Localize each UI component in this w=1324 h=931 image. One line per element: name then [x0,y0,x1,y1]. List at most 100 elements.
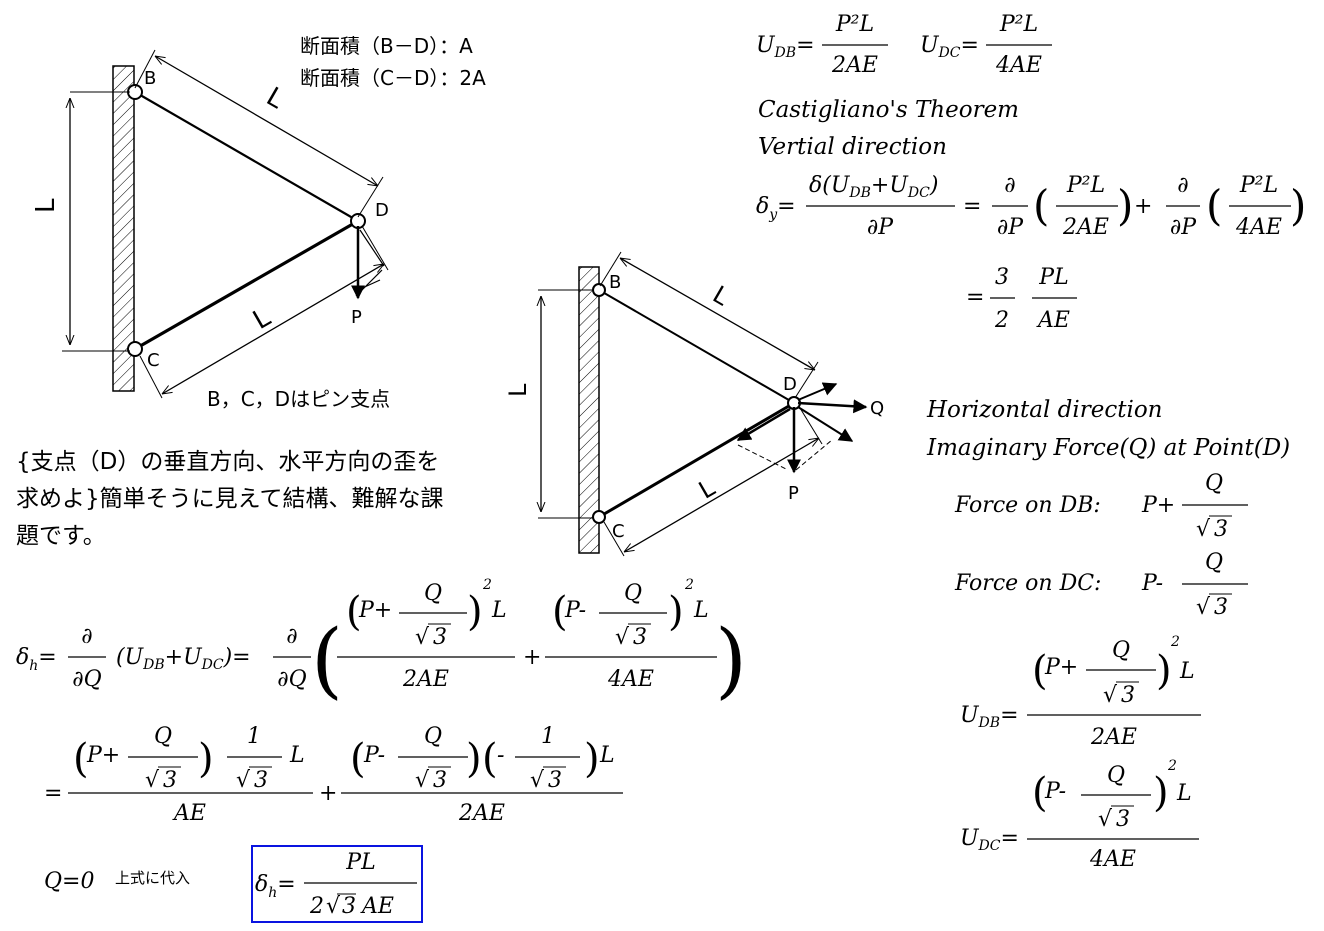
svg-text:δ(UDB+UDC): δ(UDB+UDC) [809,173,938,201]
h-udc-den: 4AE [1089,847,1136,872]
svg-text:): ) [198,736,214,782]
svg-text:3: 3 [1214,595,1228,620]
svg-text:∂Q: ∂Q [72,667,101,692]
svg-text:∂P: ∂P [997,215,1024,240]
fig1-area-bd: 断面積（B－D）：A [300,34,473,58]
svg-text:P+: P+ [358,598,392,623]
fig2-len-bc: L [504,383,532,397]
svg-text:(: ( [1033,181,1049,230]
fig1-area-cd: 断面積（C－D）：2A [300,66,486,90]
fig2-label-c: C [612,521,625,542]
svg-text:1: 1 [247,724,261,749]
svg-text:√: √ [326,894,341,919]
fig1-pin-c [127,341,143,357]
svg-text:3: 3 [633,625,647,650]
svg-text:2: 2 [1170,634,1180,650]
svg-text:δy=: δy= [756,194,796,223]
svg-text:): ) [1156,648,1172,694]
svg-text:=: = [963,194,981,219]
svg-text:∂: ∂ [1177,173,1188,198]
dh-final-num: PL [345,850,375,875]
svg-text:P+: P+ [1044,655,1078,680]
fig2-member-cd [598,401,795,519]
svg-text:3: 3 [1116,807,1130,832]
fig2-dim-bd [620,258,815,370]
note-line-3: 題です。 [16,523,106,549]
fig2-len-bd: L [708,280,734,311]
svg-text:√: √ [415,625,430,650]
svg-text:L: L [491,598,507,623]
fig1-label-p: P [351,307,362,328]
force-dc-label: Force on DC: [954,571,1101,596]
fig2-len-cd: L [694,473,720,504]
svg-text:L: L [599,743,615,768]
fig1-len-bc: L [31,198,61,213]
fig2-label-b: B [609,272,621,293]
svg-text:3: 3 [1214,517,1228,542]
fig1-label-b: B [144,68,156,89]
answer-box [251,845,423,923]
udb-denominator: 2AE [831,53,878,78]
svg-text:2: 2 [684,577,694,593]
svg-text:(: ( [552,589,568,635]
svg-text:UDB=: UDB= [960,703,1019,731]
svg-text:UDC=: UDC= [920,33,979,61]
svg-text:(: ( [311,613,343,708]
fig2-member-bd [598,289,795,404]
svg-text:∂: ∂ [286,624,297,649]
svg-text:UDB=: UDB= [756,33,815,61]
svg-text:3: 3 [433,625,447,650]
svg-text:3: 3 [433,768,447,793]
svg-text:2: 2 [309,894,324,919]
fig2-dim-cd [624,438,819,552]
svg-text:Q: Q [624,581,642,606]
svg-text:(: ( [482,736,498,782]
svg-text:L: L [1179,659,1195,684]
fig2-wall [578,266,600,554]
svg-text:Q: Q [1205,550,1223,575]
svg-text:): ) [467,589,483,635]
svg-text:P+: P+ [1141,493,1175,518]
svg-text:L: L [693,598,709,623]
svg-text:√: √ [145,768,160,793]
svg-text:3: 3 [254,768,268,793]
imaginary-force-heading: Imaginary Force(Q) at Point(D) [926,435,1290,461]
fig1-label-c: C [147,350,160,371]
svg-text:Q: Q [154,724,172,749]
svg-text:L: L [289,743,305,768]
vy-frac2-den: 4AE [1235,215,1282,240]
theorem-heading: Castigliano's Theorem [758,97,1019,123]
svg-text:P+: P+ [86,743,120,768]
svg-text:(: ( [1032,648,1048,694]
svg-text:=: = [44,781,62,806]
vy-frac2-num: P²L [1239,173,1278,198]
svg-text:): ) [1290,181,1306,230]
svg-text:√: √ [1196,517,1211,542]
fig2-label-d: D [783,374,797,395]
svg-text:√: √ [530,768,545,793]
udc-numerator: P²L [999,12,1038,37]
svg-text:√: √ [615,625,630,650]
force-db-label: Force on DB: [954,493,1101,518]
svg-text:Q: Q [1205,471,1223,496]
svg-text:√: √ [1196,595,1211,620]
svg-text:): ) [715,613,747,708]
fig2-pin-c [592,510,606,524]
horizontal-heading: Horizontal direction [926,397,1162,423]
svg-text:P-: P- [1141,571,1163,596]
dh-final-den: AE [360,894,394,919]
svg-text:√: √ [415,768,430,793]
svg-text:(: ( [73,736,89,782]
dh-eq2-den1: AE [172,801,206,826]
fig1-member-bd [134,91,359,222]
q-zero: Q=0 [44,869,94,894]
vy-result-num: PL [1038,265,1068,290]
fig1-member-cd [134,219,359,351]
vy-result-den: AE [1036,308,1070,333]
figure-2-truss: B C D P Q L L L [504,251,884,557]
fig2-label-p: P [788,483,799,504]
svg-text:=: = [966,285,984,310]
svg-text:): ) [466,736,482,782]
